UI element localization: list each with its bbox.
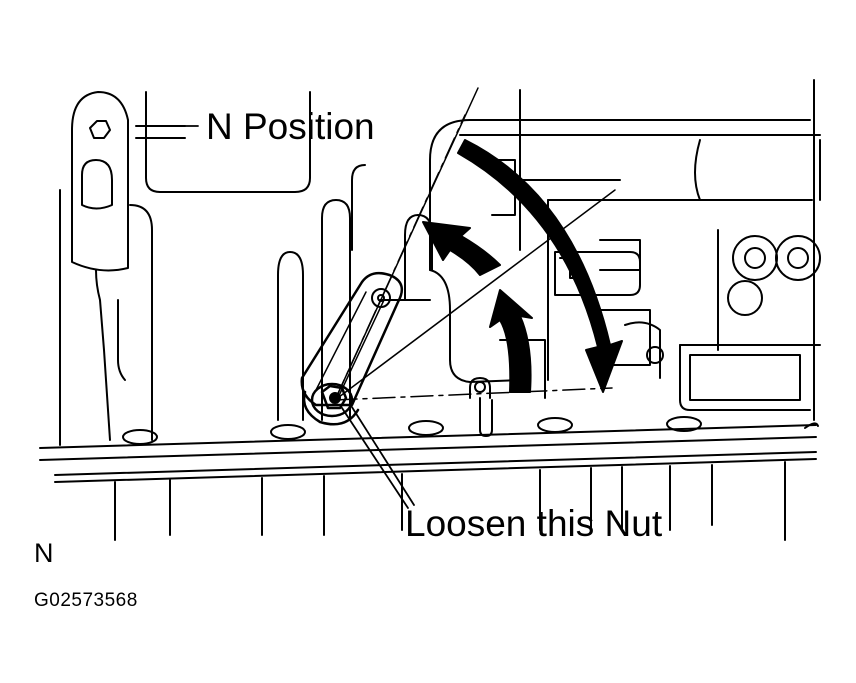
oil-pan <box>40 417 818 540</box>
loosen-nut-leader <box>342 408 408 508</box>
figure-id: G02573568 <box>34 590 138 611</box>
loosen-nut-label: Loosen this Nut <box>405 503 663 544</box>
n-position-arrow <box>458 140 622 392</box>
shift-lever <box>302 273 402 424</box>
left-bracket <box>60 92 310 445</box>
arrows <box>423 140 622 392</box>
bolt <box>470 378 492 436</box>
leader-lines <box>185 126 414 508</box>
medium-arc-arrow <box>423 222 500 275</box>
n-position-label: N Position <box>206 106 375 147</box>
reference-lines <box>335 88 615 400</box>
small-arc-arrow <box>490 290 532 392</box>
view-letter: N <box>34 538 54 568</box>
